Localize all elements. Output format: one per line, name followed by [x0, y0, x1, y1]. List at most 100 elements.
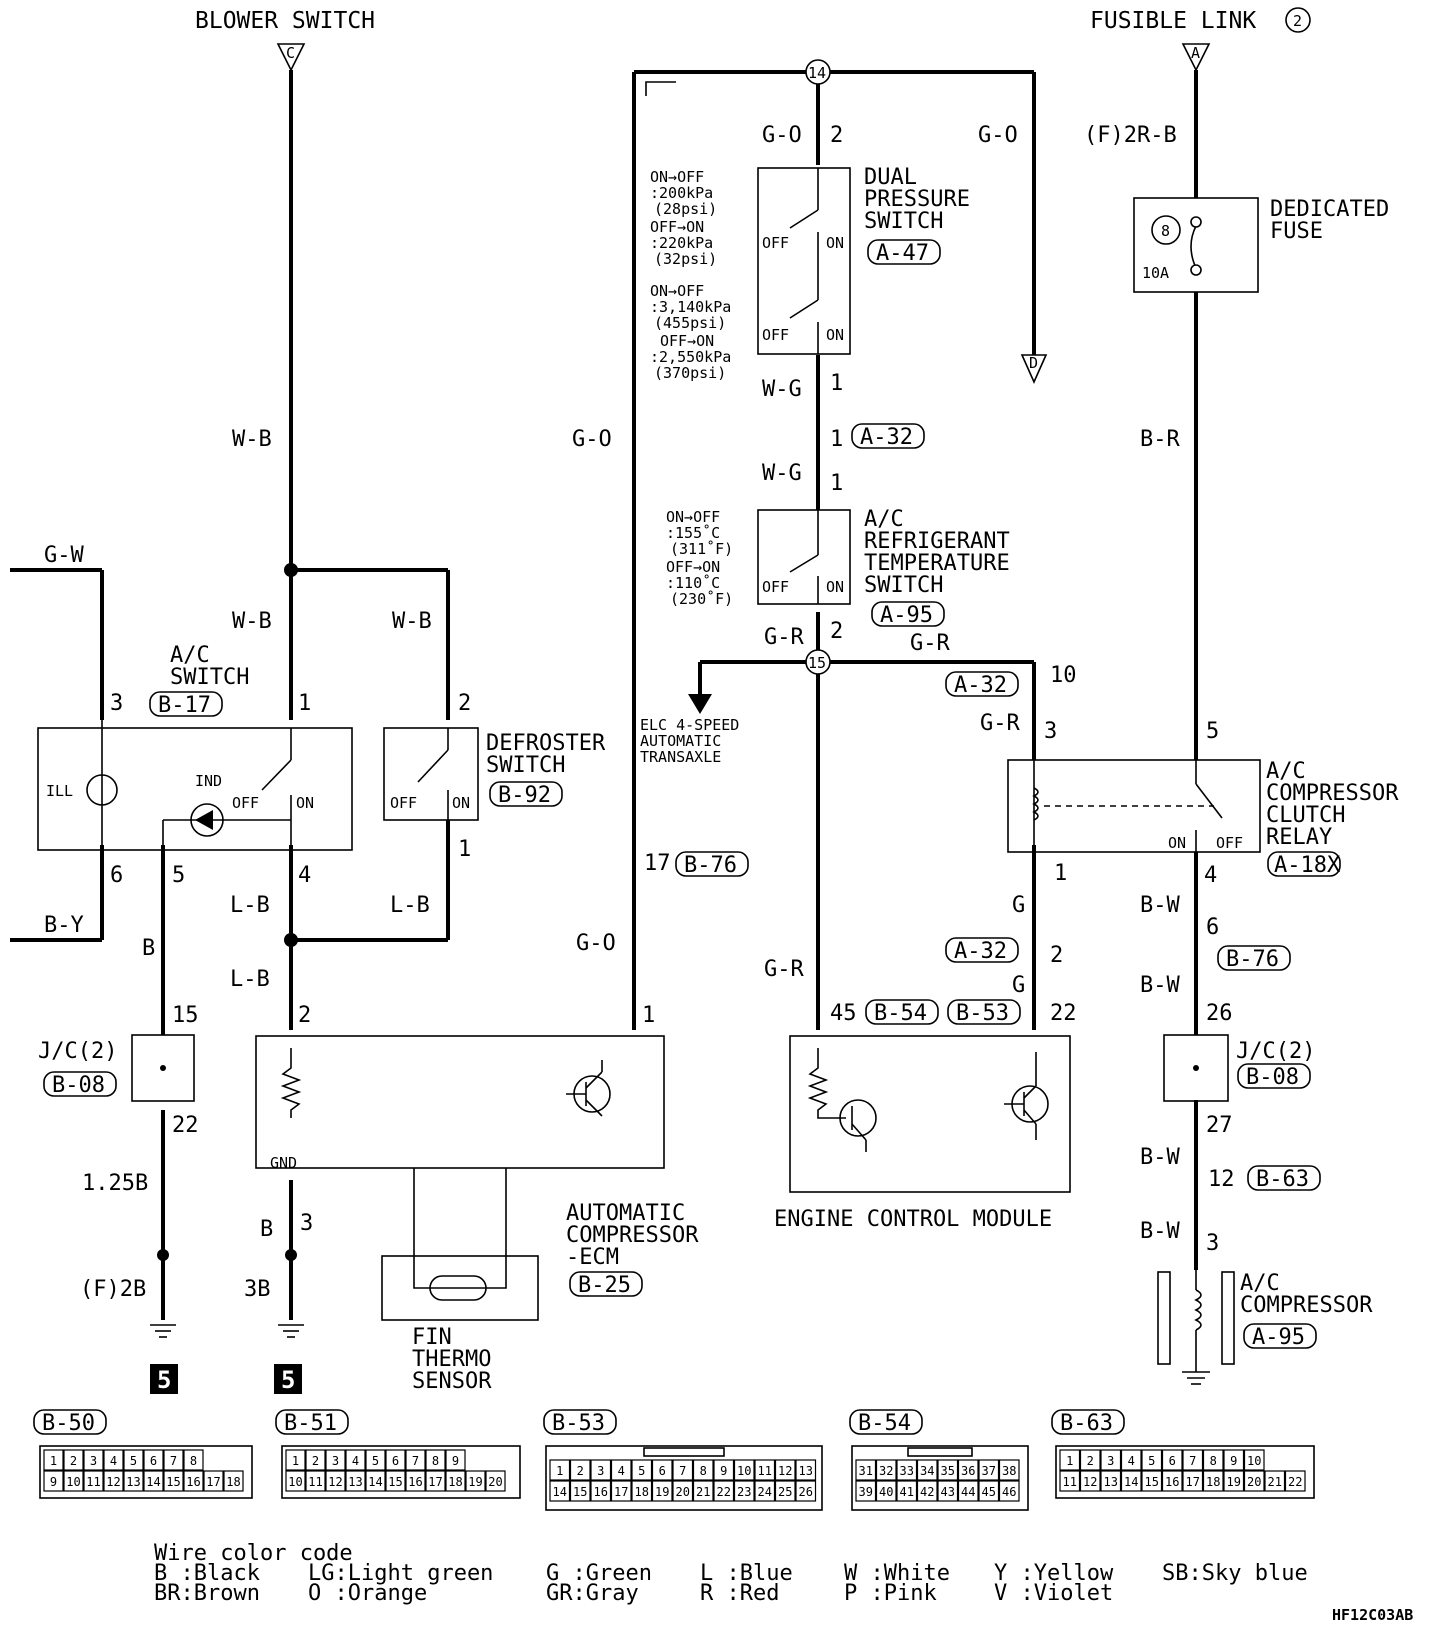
connector-pin-number: 6 — [659, 1464, 666, 1478]
svg-text:1: 1 — [458, 837, 471, 862]
clutch-relay-label: CLUTCH — [1266, 803, 1345, 828]
connector-pin-cell — [1223, 1449, 1245, 1471]
connector-pin-cell — [1161, 1470, 1183, 1492]
svg-text:G-R: G-R — [910, 631, 950, 656]
connector-pin-number: 6 — [392, 1454, 399, 1468]
elc-label: ELC 4-SPEED — [640, 716, 739, 734]
connector-pin-number: 16 — [594, 1485, 608, 1499]
svg-text:B-63: B-63 — [1060, 1411, 1113, 1436]
connector-pin-cell — [875, 1459, 897, 1481]
legend-entry: BR:Brown — [154, 1581, 260, 1606]
blower-switch-label: BLOWER SWITCH — [195, 8, 375, 34]
connector-pin-number: 7 — [412, 1454, 419, 1468]
connector-pin-number: 42 — [920, 1485, 934, 1499]
junction-connector-right — [1163, 1034, 1229, 1102]
connector-pin-number: 16 — [186, 1475, 200, 1489]
svg-text:45: 45 — [830, 1001, 857, 1026]
legend-title: Wire color code — [154, 1541, 353, 1566]
connector-pin-cell — [1059, 1470, 1081, 1492]
svg-text:15: 15 — [172, 1003, 199, 1028]
svg-text:B-W: B-W — [1140, 973, 1180, 998]
legend-entry: Y :Yellow — [994, 1561, 1114, 1586]
connector-pin-cell — [1100, 1470, 1122, 1492]
svg-text:G: G — [1012, 893, 1025, 918]
fin-thermo-label: SENSOR — [412, 1369, 492, 1394]
connector-pin-number: 1 — [50, 1454, 57, 1468]
connector-pin-number: 19 — [468, 1475, 482, 1489]
ground-point-badge — [150, 1364, 178, 1394]
connector-pin-cell — [1202, 1449, 1224, 1471]
ac-switch-contact — [261, 759, 292, 791]
connector-pin-cell — [43, 1470, 64, 1492]
connector-pin-number: 12 — [1083, 1475, 1097, 1489]
ref-b08: B-08 — [43, 1071, 117, 1098]
fin-thermo-label: FIN — [412, 1325, 452, 1350]
svg-text:G-R: G-R — [764, 957, 804, 982]
connector-pin-cell — [569, 1459, 591, 1481]
connector-pin-number: 25 — [778, 1485, 792, 1499]
connector-pin-cell — [774, 1459, 796, 1481]
ref-b76: B-76 — [675, 851, 749, 878]
connector-pin-cell — [896, 1459, 918, 1481]
connector-pin-cell — [672, 1459, 694, 1481]
splice-dot — [284, 563, 298, 577]
connector-pin-cell — [325, 1449, 346, 1471]
svg-text:15: 15 — [808, 654, 826, 672]
connector-pin-number: 8 — [432, 1454, 439, 1468]
fusible-link-number: 2 — [1293, 12, 1302, 30]
connector-pin-number: 40 — [879, 1485, 893, 1499]
svg-text:22: 22 — [172, 1113, 199, 1138]
connector-pin-number: 13 — [126, 1475, 140, 1489]
wire-label: W-B — [232, 609, 272, 634]
connector-pin-number: 15 — [1145, 1475, 1159, 1489]
connector-pin-cell — [183, 1449, 204, 1471]
svg-text:A-32: A-32 — [860, 425, 913, 450]
connector-pin-cell — [445, 1449, 466, 1471]
svg-text:A-95: A-95 — [1252, 1325, 1305, 1350]
connector-pin-number: 17 — [206, 1475, 220, 1489]
connector-pin-number: 7 — [679, 1464, 686, 1478]
wire-color-code-legend: Wire color code B :Black BR:Brown LG:Lig… — [154, 1541, 1308, 1606]
svg-text:OFF→ON: OFF→ON — [666, 558, 720, 576]
svg-text:G-R: G-R — [980, 711, 1020, 736]
ground-point-badge — [274, 1364, 302, 1394]
connector-pin-cell — [754, 1480, 776, 1502]
connector-pin-number: 46 — [1002, 1485, 1016, 1499]
svg-text:OFF: OFF — [762, 578, 789, 596]
svg-text:3: 3 — [300, 1211, 313, 1236]
clutch-relay-label: COMPRESSOR — [1266, 781, 1399, 806]
connector-pin-number: 3 — [597, 1464, 604, 1478]
engine-control-module-box — [789, 1035, 1071, 1193]
ref-a47: A-47 — [867, 239, 941, 266]
elc-label: TRANSAXLE — [640, 748, 721, 766]
connector-pin-number: 9 — [50, 1475, 57, 1489]
illumination-lamp-icon — [86, 774, 118, 806]
connector-pin-number: 12 — [106, 1475, 120, 1489]
connector-pin-number: 10 — [66, 1475, 80, 1489]
svg-text:A-95: A-95 — [880, 603, 933, 628]
connector-pin-cell — [1079, 1470, 1101, 1492]
connector-pin-cell — [285, 1449, 306, 1471]
connector-pin-number: 35 — [941, 1464, 955, 1478]
svg-text:22: 22 — [1050, 1001, 1077, 1026]
ref-b17: B-17 — [149, 691, 223, 718]
connector-pin-number: 20 — [676, 1485, 690, 1499]
svg-text:(28psi): (28psi) — [654, 200, 717, 218]
connector-pin-number: 13 — [348, 1475, 362, 1489]
connector-pin-cell — [672, 1480, 694, 1502]
svg-text:OFF→ON: OFF→ON — [660, 332, 714, 350]
wire-label: 1.25B — [82, 1171, 148, 1196]
pressure-switch-contact — [789, 209, 819, 229]
svg-text:W-G: W-G — [762, 461, 802, 486]
connector-pin-number: 11 — [308, 1475, 322, 1489]
connector-pin-number: 6 — [150, 1454, 157, 1468]
svg-text:5: 5 — [172, 863, 185, 888]
fusible-link-number-circle — [1285, 7, 1311, 33]
fin-thermo-label: THERMO — [412, 1347, 491, 1372]
connector-pin-cell — [63, 1470, 84, 1492]
svg-text:4: 4 — [298, 863, 311, 888]
legend-entry: R :Red — [700, 1581, 779, 1606]
ground-icon — [278, 1324, 304, 1338]
svg-text:6: 6 — [1206, 915, 1219, 940]
